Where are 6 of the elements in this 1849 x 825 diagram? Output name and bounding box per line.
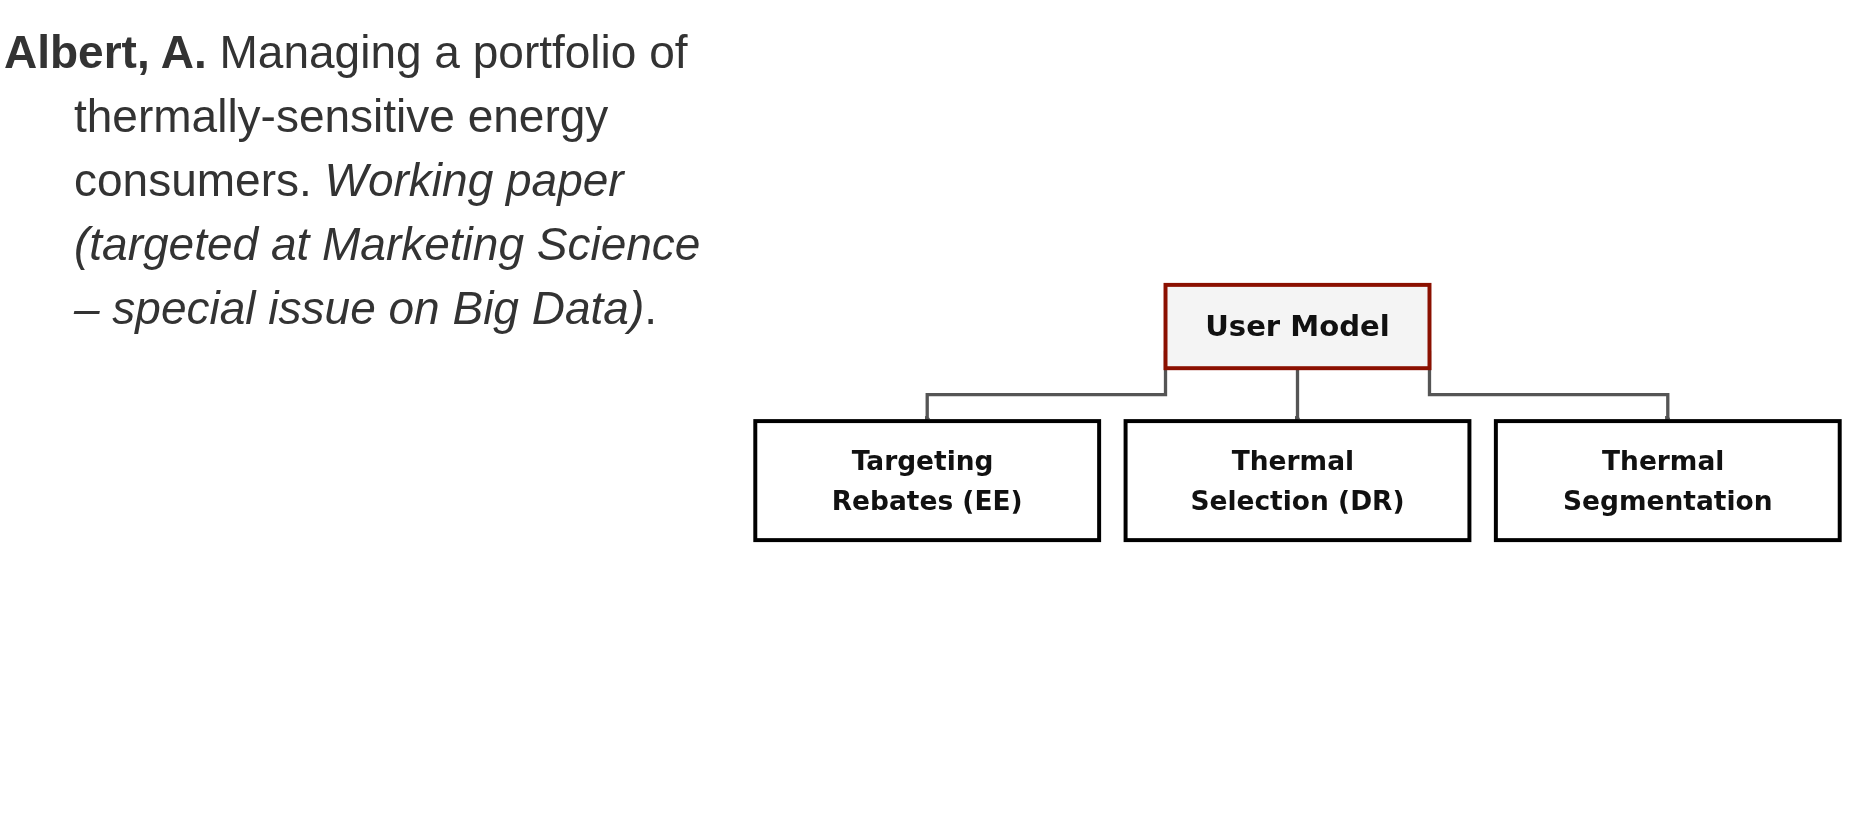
citation-text: Albert, A. Managing a portfolio of thermally-sensitive energy consumers. Working paper (targeted at Marketing Science – special issue on Big Data).	[4, 25, 702, 336]
node-box: User Model	[1163, 282, 1432, 371]
arrow	[1294, 368, 1301, 422]
node-box: Targeting Rebates (EE)	[753, 419, 1102, 543]
node-box: Thermal Selection (DR)	[1123, 419, 1472, 543]
node-box: Thermal Segmentation	[1493, 419, 1842, 543]
